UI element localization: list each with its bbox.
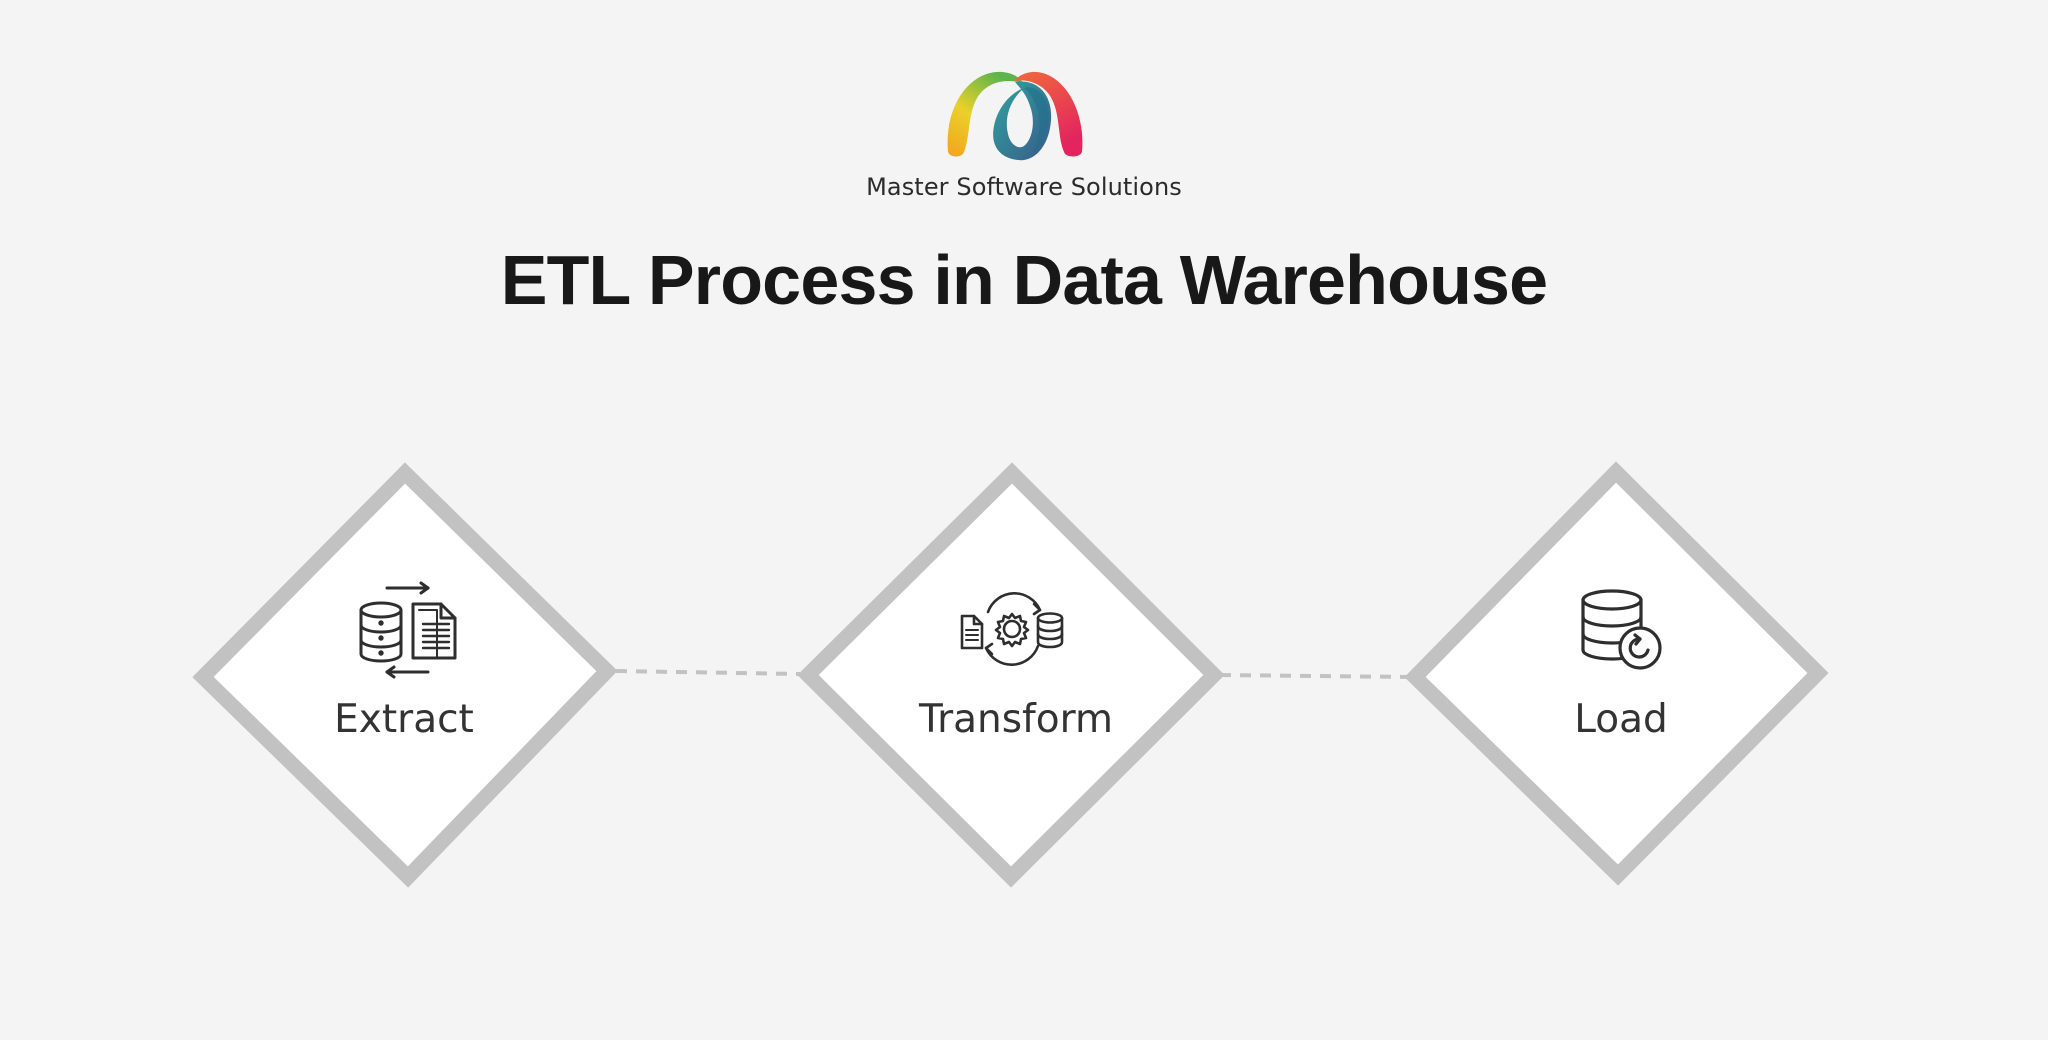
database-reload-icon — [1581, 589, 1662, 670]
step-label-transform: Transform — [919, 697, 1113, 742]
step-label-extract: Extract — [334, 697, 474, 742]
step-label-load: Load — [1574, 697, 1668, 742]
connector-extract-transform — [615, 669, 801, 676]
connector-transform-load — [1219, 673, 1411, 679]
page-title: ETL Process in Data Warehouse — [500, 241, 1548, 319]
database-document-transfer-icon — [359, 581, 457, 679]
company-name: Master Software Solutions — [866, 173, 1182, 201]
diamond-extract — [192, 462, 618, 888]
diamond-load — [1404, 461, 1829, 886]
document-gear-database-cycle-icon — [960, 592, 1064, 666]
diamond-transform — [797, 462, 1225, 888]
company-logo — [947, 71, 1083, 161]
